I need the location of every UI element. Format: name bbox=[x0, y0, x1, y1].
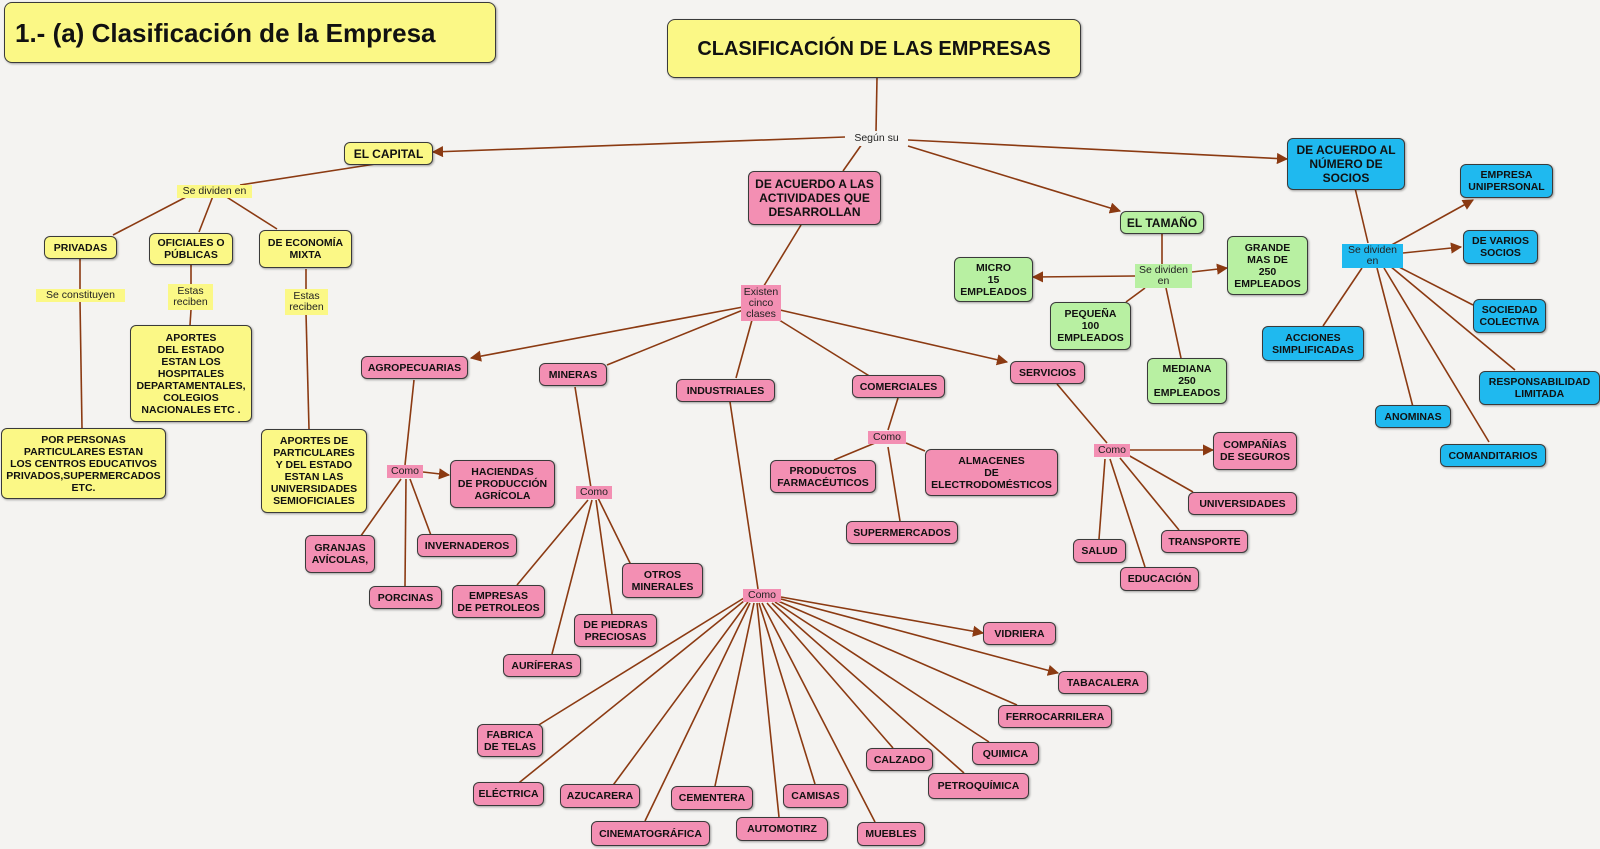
com-almacenes: ALMACENES DE ELECTRODOMÉSTICOS bbox=[925, 449, 1058, 496]
ind-electrica: ELÉCTRICA bbox=[473, 782, 544, 806]
socios-acciones: ACCIONES SIMPLIFICADAS bbox=[1262, 326, 1364, 361]
serv-seguros: COMPAÑÍAS DE SEGUROS bbox=[1213, 432, 1297, 470]
link-label-industriales-como: Como bbox=[743, 589, 781, 602]
link-label-estas-reciben-1: Estas reciben bbox=[168, 284, 213, 310]
mineras-otros: OTROS MINERALES bbox=[622, 563, 703, 598]
link-label-socios-divide: Se dividen en bbox=[1342, 244, 1403, 268]
socios-varios: DE VARIOS SOCIOS bbox=[1463, 230, 1538, 264]
capital-oficiales: OFICIALES O PÚBLICAS bbox=[149, 233, 233, 265]
actividades-node: DE ACUERDO A LAS ACTIVIDADES QUE DESARRO… bbox=[748, 171, 881, 225]
ind-calzado: CALZADO bbox=[866, 748, 933, 771]
agro-invernaderos: INVERNADEROS bbox=[417, 534, 517, 557]
socios-responsabilidad: RESPONSABILIDAD LIMITADA bbox=[1479, 371, 1600, 405]
agro-porcinas: PORCINAS bbox=[369, 586, 442, 609]
socios-node: DE ACUERDO AL NÚMERO DE SOCIOS bbox=[1287, 138, 1405, 190]
link-label-mineras-como: Como bbox=[576, 486, 612, 499]
ind-automotirz: AUTOMOTIRZ bbox=[736, 817, 828, 841]
ind-vidriera: VIDRIERA bbox=[983, 622, 1056, 645]
ind-petroquimica: PETROQUÍMICA bbox=[928, 773, 1029, 799]
mineras-node: MINERAS bbox=[539, 363, 607, 386]
serv-salud: SALUD bbox=[1073, 539, 1126, 563]
link-label-se-constituyen: Se constituyen bbox=[36, 289, 125, 302]
com-supermercados: SUPERMERCADOS bbox=[846, 521, 958, 544]
comerciales-node: COMERCIALES bbox=[852, 375, 945, 398]
capital-privadas: PRIVADAS bbox=[44, 236, 117, 259]
agro-haciendas: HACIENDAS DE PRODUCCIÓN AGRÍCOLA bbox=[450, 460, 555, 508]
link-label-tamano-divide: Se dividen en bbox=[1135, 264, 1192, 288]
link-label-estas-reciben-2: Estas reciben bbox=[285, 289, 328, 315]
servicios-node: SERVICIOS bbox=[1010, 361, 1085, 384]
serv-universidades: UNIVERSIDADES bbox=[1188, 492, 1297, 515]
socios-colectiva: SOCIEDAD COLECTIVA bbox=[1473, 299, 1546, 333]
capital-aportes-particulares: APORTES DE PARTICULARES Y DEL ESTADO EST… bbox=[261, 429, 367, 513]
ind-fabrica-telas: FABRICA DE TELAS bbox=[477, 724, 543, 757]
link-label-capital-divide: Se dividen en bbox=[177, 185, 252, 198]
capital-aportes-estado: APORTES DEL ESTADO ESTAN LOS HOSPITALES … bbox=[130, 325, 252, 422]
serv-transporte: TRANSPORTE bbox=[1161, 530, 1248, 553]
page-heading: 1.- (a) Clasificación de la Empresa bbox=[4, 2, 496, 63]
ind-ferrocarrilera: FERROCARRILERA bbox=[998, 705, 1112, 728]
socios-comanditarios: COMANDITARIOS bbox=[1440, 444, 1546, 467]
industriales-node: INDUSTRIALES bbox=[676, 379, 775, 402]
ind-tabacalera: TABACALERA bbox=[1058, 671, 1148, 694]
tamano-node: EL TAMAÑO bbox=[1120, 211, 1204, 234]
ind-muebles: MUEBLES bbox=[857, 822, 925, 846]
ind-quimica: QUIMICA bbox=[972, 742, 1039, 765]
ind-azucarera: AZUCARERA bbox=[560, 784, 640, 808]
capital-mixta: DE ECONOMÍA MIXTA bbox=[259, 230, 352, 268]
root-node: CLASIFICACIÓN DE LAS EMPRESAS bbox=[667, 19, 1081, 78]
link-label-agro-como: Como bbox=[387, 465, 423, 478]
tamano-grande: GRANDE MAS DE 250 EMPLEADOS bbox=[1227, 236, 1308, 295]
link-label-existen: Existen cinco clases bbox=[741, 285, 781, 321]
link-label-servicios-como: Como bbox=[1094, 444, 1130, 457]
agro-granjas: GRANJAS AVÍCOLAS, bbox=[305, 535, 375, 573]
ind-cementera: CEMENTERA bbox=[671, 786, 753, 810]
mineras-petroleos: EMPRESAS DE PETROLEOS bbox=[452, 585, 545, 618]
mineras-auriferas: AURÍFERAS bbox=[503, 654, 581, 677]
ind-camisas: CAMISAS bbox=[783, 784, 848, 808]
tamano-pequena: PEQUEÑA 100 EMPLEADOS bbox=[1050, 302, 1131, 350]
agropecuarias-node: AGROPECUARIAS bbox=[361, 356, 468, 379]
serv-educacion: EDUCACIÓN bbox=[1120, 567, 1199, 591]
capital-node: EL CAPITAL bbox=[344, 142, 433, 165]
socios-unipersonal: EMPRESA UNIPERSONAL bbox=[1460, 164, 1553, 198]
link-label-comerciales-como: Como bbox=[868, 431, 906, 444]
mineras-piedras: DE PIEDRAS PRECIOSAS bbox=[574, 614, 657, 647]
link-label-segun: Según su bbox=[845, 131, 908, 146]
com-productos: PRODUCTOS FARMACÉUTICOS bbox=[770, 460, 876, 493]
tamano-micro: MICRO 15 EMPLEADOS bbox=[954, 257, 1033, 302]
tamano-mediana: MEDIANA 250 EMPLEADOS bbox=[1147, 358, 1227, 404]
ind-cinematografica: CINEMATOGRÁFICA bbox=[591, 821, 710, 846]
capital-personas: POR PERSONAS PARTICULARES ESTAN LOS CENT… bbox=[1, 428, 166, 499]
socios-anominas: ANOMINAS bbox=[1375, 405, 1451, 428]
